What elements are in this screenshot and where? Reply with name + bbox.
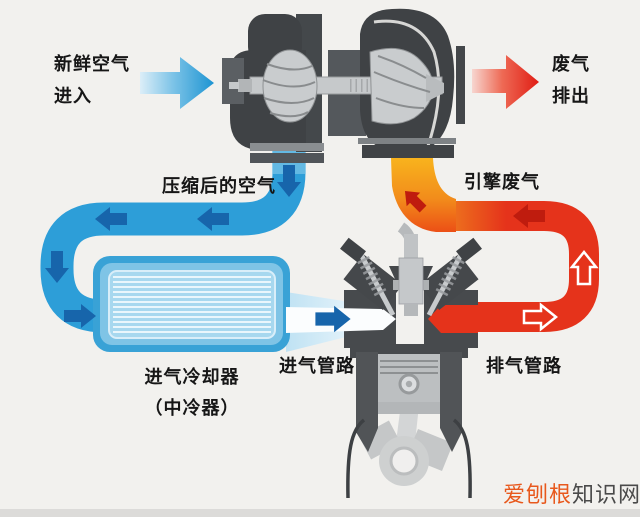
compressor-flange xyxy=(250,153,324,163)
crankcase-line-right xyxy=(452,418,472,499)
engine-exhaust-label: 引擎废气 xyxy=(464,172,540,192)
turbine-wheel-cone xyxy=(426,74,444,102)
cylinder-wall-right xyxy=(440,352,462,452)
intake-valve-spring xyxy=(357,256,387,297)
exhaust-valve-spring xyxy=(435,256,465,297)
crankcase-line-left xyxy=(346,418,366,499)
intake-line-label: 进气管路 xyxy=(279,356,355,376)
watermark: 爱刨根知识网 xyxy=(503,477,640,509)
compressor-side-block xyxy=(222,58,244,104)
intercooler-label: 进气冷却器 （中冷器） xyxy=(144,367,240,418)
turbine-inlet-duct xyxy=(391,158,456,232)
turbine-wheel-vanes xyxy=(373,55,431,109)
exhaust-out-arrow-icon xyxy=(472,55,539,109)
engine xyxy=(286,222,482,499)
compressor-flange-top xyxy=(250,143,324,151)
exhaust-channel xyxy=(428,305,478,333)
turbine-side-slab xyxy=(456,46,465,124)
watermark-brand: 爱刨根 xyxy=(503,482,573,507)
injector-body xyxy=(398,257,424,305)
turbine-scroll-line xyxy=(373,19,441,147)
piston-rings xyxy=(380,360,438,374)
crank-assembly xyxy=(358,396,454,486)
turbine-flange xyxy=(362,145,454,158)
shaft-nut xyxy=(238,79,252,92)
injector-tip xyxy=(404,304,418,316)
fresh-air-arrow-icon xyxy=(140,57,214,109)
turbocharger xyxy=(222,8,465,163)
exhaust-out-label: 废气 排出 xyxy=(552,54,590,106)
compressor-wheel-vanes xyxy=(262,63,316,118)
injector-stem xyxy=(404,234,418,262)
watermark-suffix: 知识网 xyxy=(572,482,640,507)
bottom-shadow-band xyxy=(0,509,640,517)
cylinder-wall-left xyxy=(356,352,378,452)
cold-pipe-path xyxy=(40,148,306,333)
exhaust-line-label: 排气管路 xyxy=(486,356,562,376)
intercooler-fins xyxy=(113,276,271,333)
compressed-air-label: 压缩后的空气 xyxy=(162,176,276,196)
intercooler xyxy=(93,256,290,352)
piston-skirt xyxy=(378,402,440,414)
turbine-flange-top xyxy=(358,138,456,144)
fresh-air-label: 新鲜空气 进入 xyxy=(54,54,130,106)
shaft-nut-tip xyxy=(229,82,239,89)
